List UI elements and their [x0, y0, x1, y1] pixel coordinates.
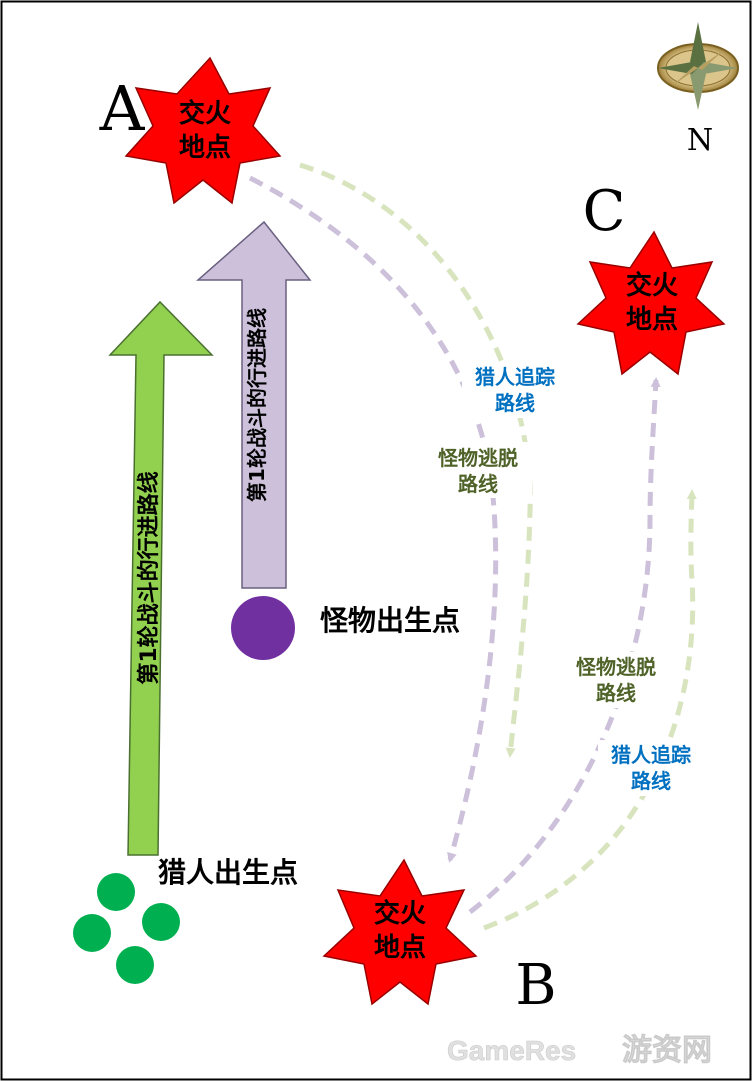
fire-star-a-icon — [124, 56, 282, 205]
fire-point-c: 交火 地点 — [576, 230, 726, 376]
route-label-line1: 怪物逃脱 — [576, 655, 656, 679]
route-label-line1: 猎人追踪 — [611, 743, 691, 767]
fire-point-c-line2: 地点 — [626, 304, 678, 335]
route-label-line2: 路线 — [458, 472, 498, 496]
route-label-line1: 猎人追踪 — [475, 365, 555, 389]
fire-point-b: 交火 地点 — [322, 858, 478, 1006]
hunter-dot — [116, 946, 154, 984]
route-label-line2: 路线 — [495, 391, 535, 415]
point-c-letter: C — [583, 179, 626, 244]
compass-north-label: N — [687, 123, 713, 158]
route-label-hunter-track-ab: 猎人追踪 路线 — [462, 362, 568, 418]
monster-round1-route-arrow — [196, 220, 312, 589]
fire-point-c-line1: 交火 — [626, 270, 678, 301]
fire-point-b-line1: 交火 — [374, 898, 426, 929]
fire-point-a: 交火 地点 — [124, 56, 282, 205]
hunter-track-route-a-to-b — [299, 162, 533, 758]
route-label-hunter-track-bc: 猎人追踪 路线 — [598, 740, 704, 796]
compass-rose-icon — [657, 22, 739, 110]
hunter-round1-route-arrow — [108, 300, 214, 856]
point-a-letter: A — [99, 72, 146, 145]
route-label-line2: 路线 — [596, 681, 636, 705]
route-label-monster-escape-ab: 怪物逃脱 路线 — [426, 442, 532, 498]
monster-round1-route-label: 第1轮战斗的行进路线 — [245, 308, 269, 502]
fire-star-b-icon — [322, 858, 478, 1006]
hunter-dot — [142, 903, 180, 941]
hunter-dot — [97, 873, 135, 911]
route-label-monster-escape-bc: 怪物逃脱 路线 — [564, 652, 670, 708]
hunter-dot — [73, 914, 111, 952]
monster-spawn-dot — [231, 596, 295, 660]
route-label-line1: 怪物逃脱 — [438, 446, 518, 470]
watermark-brand: GameRes — [447, 1035, 576, 1066]
gameres-watermark: GameRes 游资网 — [447, 1033, 713, 1069]
hunter-spawn-dots — [73, 873, 180, 984]
fire-star-c-icon — [576, 230, 726, 376]
monster-spawn-label: 怪物出生点 — [320, 604, 460, 637]
fire-point-b-line2: 地点 — [374, 932, 426, 963]
fire-point-a-line2: 地点 — [179, 132, 231, 163]
route-label-line2: 路线 — [631, 769, 671, 793]
fire-point-a-line1: 交火 — [179, 98, 231, 129]
hunter-round1-route-label: 第1轮战斗的行进路线 — [136, 471, 162, 684]
watermark-site: 游资网 — [622, 1033, 712, 1068]
hunter-spawn-label: 猎人出生点 — [158, 856, 298, 889]
point-b-letter: B — [515, 953, 556, 1018]
